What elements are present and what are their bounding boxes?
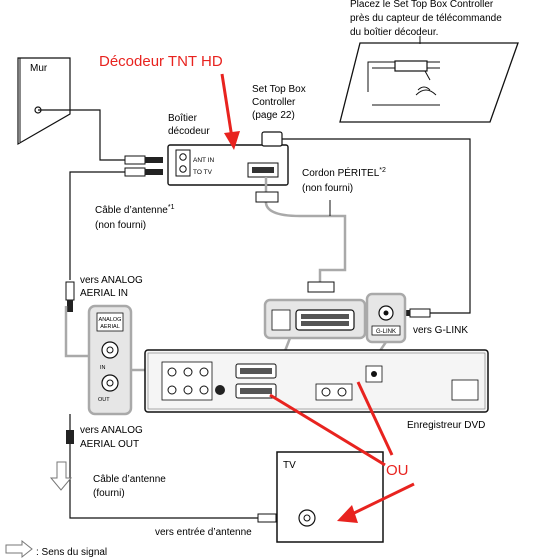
- tv: TV: [276, 451, 384, 543]
- cable1-line-2: (non fourni): [95, 220, 146, 231]
- enregistreur-label: Enregistreur DVD: [407, 420, 485, 431]
- stb-controller-unit: [261, 131, 283, 147]
- sens-signal-label: : Sens du signal: [36, 547, 107, 558]
- stbc-line-1: Set Top Box: [252, 84, 306, 95]
- antenna-cable-2: [69, 444, 258, 519]
- plug-ant-in: [124, 155, 146, 165]
- stbc-line-3: (page 22): [252, 110, 295, 121]
- stbc-line-2: Controller: [252, 97, 296, 108]
- dvd-recorder: [144, 349, 489, 413]
- glink-panel-label: G-LINK: [376, 329, 396, 335]
- vers-analog-in-1: vers ANALOG: [80, 275, 143, 286]
- red-ou-annotation: OU: [269, 381, 415, 523]
- placez-line-1: Placez le Set Top Box Controller: [350, 0, 494, 10]
- panel-out-label: OUT: [98, 397, 110, 403]
- placez-line-2: près du capteur de télécommande: [350, 13, 502, 24]
- boitier-line-2: décodeur: [168, 126, 210, 137]
- cable1-line-1: Câble d’antenne*1: [95, 204, 175, 216]
- tv-label: TV: [283, 460, 296, 471]
- red-arrow-to-stb: [220, 73, 240, 150]
- vers-analog-out-2: AERIAL OUT: [80, 439, 139, 450]
- panel-connector-in: [64, 306, 89, 358]
- vers-analog-in-2: AERIAL IN: [80, 288, 128, 299]
- decodeur-tnt-label: Décodeur TNT HD: [99, 53, 223, 70]
- vers-glink-label: vers G-LINK: [413, 325, 468, 336]
- vers-entree-label: vers entrée d’antenne: [155, 527, 252, 538]
- glink-zoom-panel: G-LINK: [365, 292, 407, 344]
- placez-line-3: du boîtier décodeur.: [350, 27, 438, 38]
- wall: Mur: [17, 57, 71, 146]
- plug-to-tv: [124, 167, 146, 177]
- ant-in-label: ANT IN: [193, 157, 214, 164]
- to-tv-label: TO TV: [193, 169, 213, 176]
- cable2-line-2: (fourni): [93, 488, 125, 499]
- cordon-line-1: Cordon PÉRITEL*2: [302, 166, 386, 179]
- plug-tv-in: [257, 513, 277, 523]
- signal-arrow-down: [49, 461, 73, 491]
- peritel-plug-top: [255, 191, 279, 203]
- analog-aerial-line-2: AERIAL: [100, 324, 120, 330]
- scart-zoom-panel: [263, 298, 367, 340]
- antenna-cable-1: [69, 171, 125, 280]
- glink-plug: [409, 308, 431, 318]
- wall-label: Mur: [30, 63, 48, 74]
- analog-aerial-line-1: ANALOG: [99, 317, 122, 323]
- glink-cable: [282, 138, 471, 314]
- cordon-line-2: (non fourni): [302, 183, 353, 194]
- panel-in-label: IN: [100, 365, 106, 371]
- plug-ant-in-tip: [145, 157, 163, 163]
- set-top-box: ANT IN TO TV: [167, 131, 289, 186]
- boitier-line-1: Boîtier: [168, 113, 198, 124]
- analog-aerial-zoom-panel: ANALOG AERIAL IN OUT: [87, 304, 133, 416]
- signal-direction-legend-arrow: [5, 539, 33, 559]
- plug-analog-in: [65, 281, 75, 301]
- ou-label: OU: [386, 462, 409, 479]
- vers-analog-out-1: vers ANALOG: [80, 425, 143, 436]
- plug-analog-out: [66, 430, 74, 444]
- cable2-line-1: Câble d’antenne: [93, 474, 166, 485]
- peritel-plug-bottom: [307, 281, 335, 293]
- stb-controller-illustration: [339, 42, 519, 123]
- wall-antenna-cable: [38, 109, 125, 161]
